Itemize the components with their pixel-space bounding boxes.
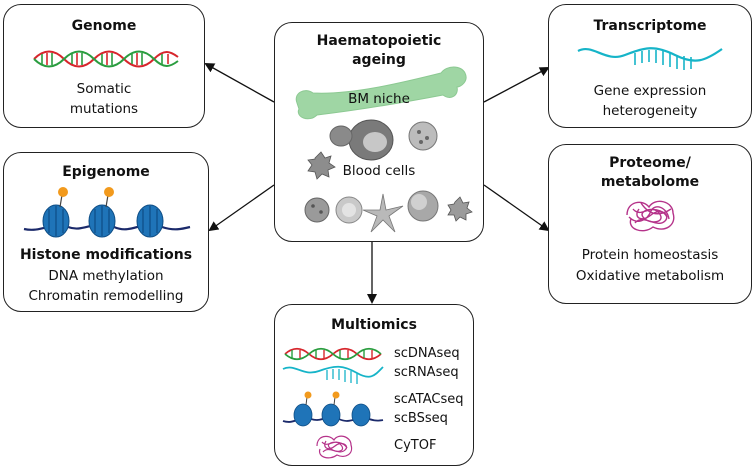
bone-label: BM niche: [348, 91, 410, 107]
nucleosome-icon: [23, 187, 191, 238]
rna-strand-icon-small: [282, 365, 384, 384]
epigenome-box: Epigenome Histone modifications DNA meth…: [3, 152, 209, 312]
dna-helix-icon: [33, 50, 179, 68]
genome-line2: mutations: [69, 101, 139, 117]
genome-title: Genome: [71, 18, 137, 34]
proteome-line2: Oxidative metabolism: [575, 268, 725, 284]
epigenome-histone-line: Histone modifications: [19, 247, 193, 263]
arrow-to-transcriptome: [483, 67, 550, 103]
rna-strand-icon: [577, 47, 723, 70]
multiomics-item-scdnaseq: scDNAseq: [394, 346, 460, 361]
epigenome-line3: Chromatin remodelling: [28, 288, 184, 304]
multiomics-title: Multiomics: [331, 317, 417, 333]
proteome-title-line1: Proteome/: [609, 155, 691, 171]
multiomics-item-scbsseq: scBSseq: [394, 411, 448, 426]
blood-cells-icon: [304, 119, 473, 233]
center-title-line2: ageing: [352, 52, 406, 68]
multiomics-item-scatacseq: scATACseq: [394, 392, 464, 407]
transcriptome-title: Transcriptome: [593, 18, 707, 34]
center-title-line1: Haematopoietic: [316, 33, 442, 49]
transcriptome-box: Transcriptome Gene expression heterogene…: [548, 4, 752, 128]
dna-helix-icon-small: [284, 347, 382, 361]
proteome-line1: Protein homeostasis: [581, 247, 719, 263]
proteome-title-line2: metabolome: [600, 174, 700, 190]
transcriptome-line2: heterogeneity: [602, 103, 698, 119]
protein-tangle-icon-small: [316, 435, 353, 459]
multiomics-item-scrnaseq: scRNAseq: [394, 365, 459, 380]
arrow-to-epigenome: [208, 184, 275, 232]
proteome-box: Proteome/ metabolome Protein homeostasis…: [548, 144, 752, 304]
genome-line1: Somatic: [76, 81, 132, 97]
epigenome-line2: DNA methylation: [48, 268, 164, 284]
multiomics-item-cytof: CyTOF: [394, 438, 437, 453]
nucleosome-icon-small: [282, 391, 384, 427]
bone-icon: [295, 66, 467, 120]
transcriptome-line1: Gene expression: [593, 83, 707, 99]
protein-tangle-icon: [626, 200, 675, 232]
arrow-to-genome: [204, 63, 275, 103]
epigenome-title: Epigenome: [62, 164, 150, 180]
multiomics-box: Multiomics: [274, 304, 474, 466]
genome-box: Genome Somatic mutations: [3, 4, 205, 128]
arrow-to-proteome: [483, 184, 550, 232]
center-box: Haematopoietic ageing BM niche: [274, 22, 484, 242]
cells-label: Blood cells: [342, 163, 416, 179]
